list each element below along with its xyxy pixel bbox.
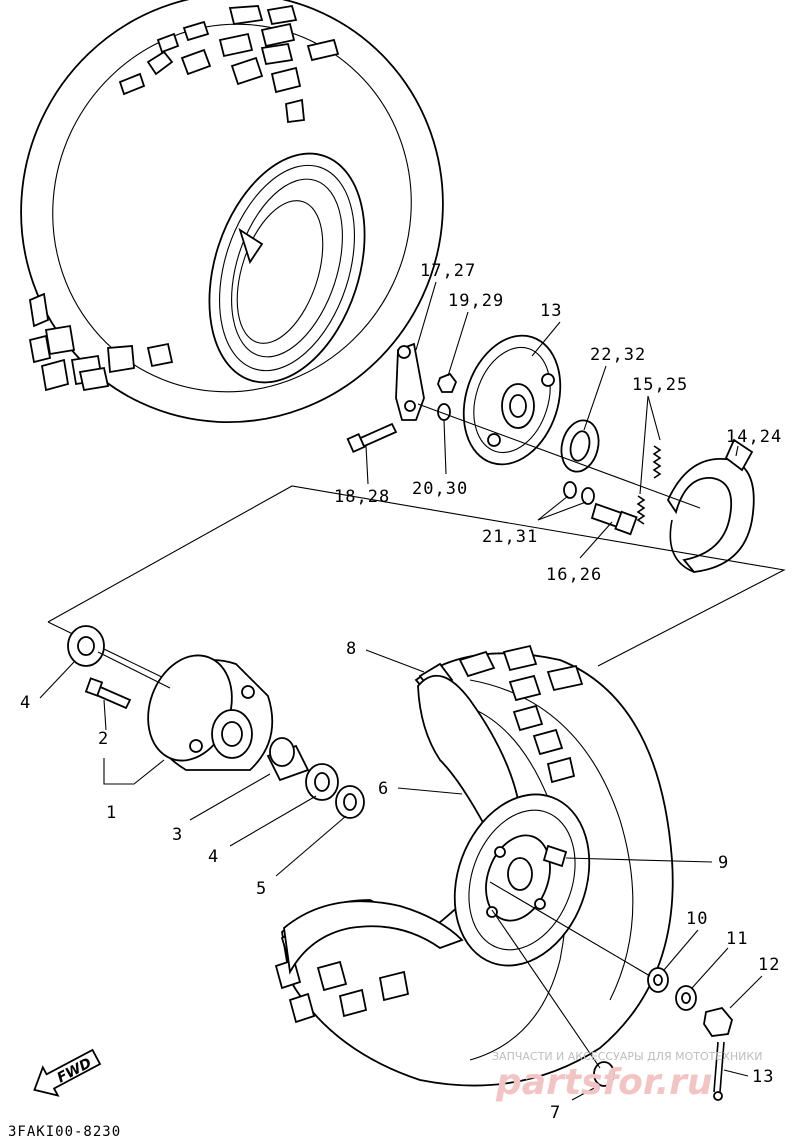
callout-20-30: 19,29 — [448, 291, 504, 311]
callout-3: 3 — [172, 825, 183, 845]
drawing-code: 3FAKI00-8230 — [8, 1124, 121, 1140]
lower-wheel-assembly — [274, 644, 733, 1101]
callout-23-33: 22,32 — [590, 345, 646, 365]
callout-2: 2 — [98, 729, 109, 749]
callout-7: 7 — [550, 1103, 561, 1123]
callout-18-28: 17,27 — [420, 261, 476, 281]
fwd-arrow-icon: FWD — [33, 1048, 102, 1097]
assembly-envelope — [47, 485, 786, 681]
callout-13: 13 — [752, 1067, 774, 1087]
callout-6: 6 — [378, 779, 389, 799]
callout-17-27: 16,26 — [546, 565, 602, 585]
callout-15-25: 14,24 — [726, 427, 782, 447]
callout-8: 8 — [346, 639, 357, 659]
callout-10: 10 — [686, 909, 708, 929]
callout-9: 9 — [718, 853, 729, 873]
callout-11: 11 — [726, 929, 748, 949]
callout-22-32: 21,31 — [482, 527, 538, 547]
callout-16-26: 15,25 — [632, 375, 688, 395]
leader-lines-top — [365, 281, 739, 559]
tread-blocks-left — [28, 292, 174, 392]
callout-1: 1 — [106, 803, 117, 823]
callout-labels: 17,27 19,29 13 22,32 15,25 14,24 18,28 2… — [20, 261, 782, 1123]
callout-19-29: 18,28 — [334, 487, 390, 507]
upper-tire — [20, 0, 444, 424]
callout-4-left: 4 — [20, 693, 31, 713]
callout-12: 12 — [758, 955, 780, 975]
callout-5: 5 — [256, 879, 267, 899]
brake-assembly — [346, 334, 755, 573]
callout-4-center: 4 — [208, 847, 219, 867]
callout-21-31: 20,30 — [412, 479, 468, 499]
callout-14-24: 13 — [540, 301, 562, 321]
tread-blocks-top — [118, 4, 340, 124]
watermark-caption: ЗАПЧАСТИ И АКСЕССУАРЫ ДЛЯ МОТОТЕХНИКИ — [492, 1050, 762, 1063]
leader-lines-lower — [39, 649, 763, 1101]
watermark-brand: partsfor.ru — [495, 1062, 713, 1103]
hub-assembly — [67, 625, 365, 819]
